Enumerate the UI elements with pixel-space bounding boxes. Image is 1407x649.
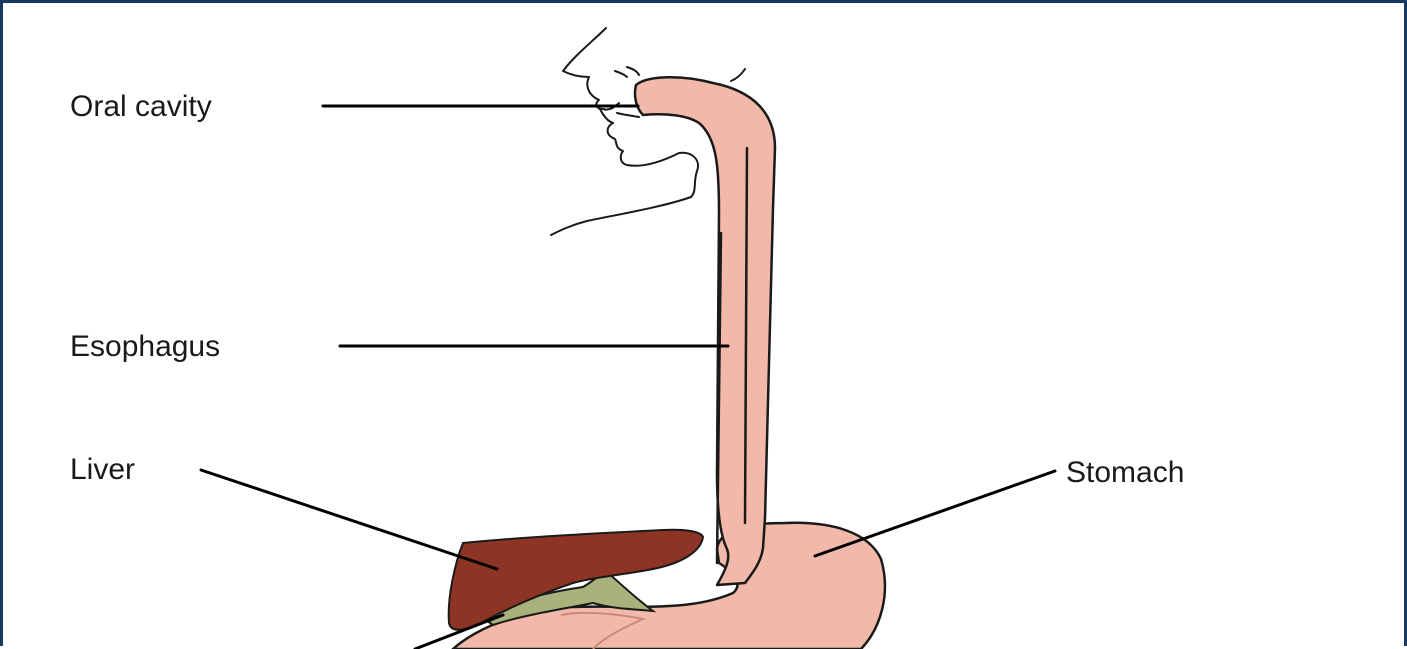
stomach-leader xyxy=(815,471,1055,556)
digestive-diagram: Oral cavity Esophagus Liver Stomach xyxy=(3,3,1404,649)
esophagus-label: Esophagus xyxy=(70,330,220,363)
liver-label: Liver xyxy=(70,453,135,486)
oral-cavity-label: Oral cavity xyxy=(70,90,212,123)
liver-leader xyxy=(201,470,497,569)
stomach-label: Stomach xyxy=(1066,456,1184,489)
esophagus-tube xyxy=(635,77,775,585)
